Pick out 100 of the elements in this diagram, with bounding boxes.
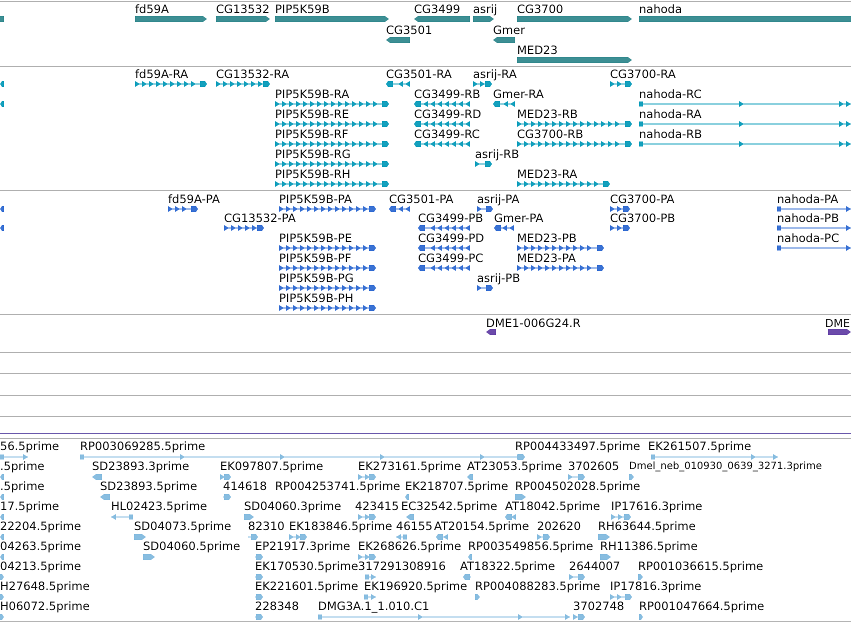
feature-label: CG13532 [216, 3, 270, 16]
feature-label: RP003549856.5prime [468, 540, 594, 553]
feature-label: 56.5prime [0, 440, 60, 453]
feature-label: 228348 [255, 600, 299, 613]
feature-label: RP004502028.5prime [515, 480, 640, 493]
feature-label: CG3700-RB [517, 128, 584, 141]
feature-label: 22204.5prime [0, 520, 82, 533]
feature-label: RP004088283.5prime [475, 580, 600, 593]
feature-label: PIP5K59B-RH [275, 168, 350, 181]
feature-label: .5prime [0, 480, 44, 493]
feature-label: 46155 [396, 520, 433, 533]
feature-label: MED23-RA [517, 168, 578, 181]
feature-label: Gmer-PA [494, 212, 544, 225]
feature-label: CG13532-RA [216, 68, 290, 81]
feature-label: PIP5K59B-RE [275, 108, 350, 121]
feature-label: RH63644.5prime [598, 520, 696, 533]
feature-label: EP21917.3prime [255, 540, 350, 553]
feature-label: 202620 [537, 520, 581, 533]
feature-label: EK170530.5prime [255, 560, 358, 573]
feature-label: asrij-RB [475, 148, 520, 161]
feature-label: CG3499-RC [414, 128, 480, 141]
feature-label: .5prime [0, 460, 44, 473]
feature-label: HL02423.5prime [111, 500, 208, 513]
feature-label: EK183846.5prime [289, 520, 392, 533]
feature-label: PIP5K59B-PH [279, 292, 354, 305]
feature-label: 17.5prime [0, 500, 60, 513]
feature-label: H06072.5prime [0, 600, 90, 613]
feature-label: CG3700-PB [610, 212, 676, 225]
feature-label: MED23 [517, 44, 558, 57]
feature-label: EC32542.5prime [401, 500, 498, 513]
feature-label: nahoda-RC [639, 88, 702, 101]
feature-label: Gmer-RA [493, 88, 544, 101]
feature-label: EK221601.5prime [255, 580, 358, 593]
feature-label: EK218707.5prime [405, 480, 508, 493]
feature-label: asrij [473, 3, 498, 16]
feature-label: RP004433497.5prime [515, 440, 640, 453]
feature-label: AT20154.5prime [434, 520, 530, 533]
feature-label: asrij-PB [477, 272, 520, 285]
feature-label: 414618 [223, 480, 267, 493]
feature-label: AT23053.5prime [467, 460, 562, 473]
feature-label: PIP5K59B-PF [279, 252, 352, 265]
feature-label: 04263.5prime [0, 540, 82, 553]
feature-label: IP17816.3prime [610, 580, 702, 593]
feature-label: nahoda-PC [777, 232, 840, 245]
feature-label: nahoda [639, 3, 682, 16]
feature-label: DMG3A.1_1.010.C1 [318, 600, 430, 613]
feature-label: PIP5K59B-PE [279, 232, 352, 245]
feature-label: EK196920.5prime [364, 580, 468, 593]
feature-label: EK261507.5prime [648, 440, 752, 453]
feature-label: fd59A-RA [135, 68, 188, 81]
feature-label: RP004253741.5prime [275, 480, 400, 493]
feature-label: nahoda-RA [639, 108, 702, 121]
feature-label: CG3501-RA [386, 68, 452, 81]
feature-label: PIP5K59B-RA [275, 88, 350, 101]
feature-label: AT18322.5prime [460, 560, 556, 573]
feature-label: EK097807.5prime [220, 460, 324, 473]
feature-label: SD23893.3prime [92, 460, 190, 473]
feature-label: 317291308916 [358, 560, 446, 573]
feature-label: nahoda-PB [777, 212, 839, 225]
feature-label: CG3700 [517, 3, 564, 16]
feature-label: DME1-006G24.R [486, 317, 581, 330]
feature-label: 423415 [355, 500, 399, 513]
feature-label: 3702748 [573, 600, 624, 613]
feature-label: PIP5K59B-RF [275, 128, 348, 141]
feature-label: 3702605 [568, 460, 620, 473]
feature-label: PIP5K59B-PG [279, 272, 354, 285]
feature-label: 04213.5prime [0, 560, 82, 573]
feature-label: SD04060.5prime [143, 540, 240, 553]
feature-label: PIP5K59B [275, 3, 330, 16]
feature-label: CG3499-PD [418, 232, 484, 245]
feature-label: SD23893.5prime [100, 480, 198, 493]
feature-label: 2644007 [569, 560, 620, 573]
feature-label: RH11386.5prime [600, 540, 698, 553]
feature-label: CG3499-PB [418, 212, 484, 225]
feature-label: asrij-RA [473, 68, 517, 81]
feature-label: CG3499-PC [418, 252, 484, 265]
feature-label: Dmel_neb_010930_0639_3271.3prime [629, 460, 822, 473]
feature-label: MED23-PA [517, 252, 576, 265]
feature-label: MED23-PB [517, 232, 577, 245]
feature-label: asrij-PA [477, 193, 520, 206]
feature-label: EK268626.5prime [358, 540, 462, 553]
feature-label: RP003069285.5prime [80, 440, 206, 453]
feature-label: CG3501-PA [389, 193, 454, 206]
feature-label: RP001036615.5prime [638, 560, 764, 573]
feature-label: PIP5K59B-RG [275, 148, 351, 161]
feature-label: nahoda-PA [777, 193, 838, 206]
feature-label: DME [825, 317, 850, 330]
feature-label: CG3499-RB [414, 88, 480, 101]
feature-label: MED23-RB [517, 108, 578, 121]
feature-label: fd59A [135, 3, 169, 16]
feature-label: IP17616.3prime [611, 500, 702, 513]
feature-label: 82310 [248, 520, 285, 533]
feature-label: Gmer [493, 24, 525, 37]
feature-label: SD04060.3prime [244, 500, 342, 513]
feature-label: PIP5K59B-PA [279, 193, 352, 206]
feature-label: CG3501 [386, 24, 432, 37]
feature-label: CG3499 [414, 3, 460, 16]
feature-label: H27648.5prime [0, 580, 90, 593]
feature-label: AT18042.5prime [505, 500, 600, 513]
feature-label: CG13532-PA [224, 212, 296, 225]
